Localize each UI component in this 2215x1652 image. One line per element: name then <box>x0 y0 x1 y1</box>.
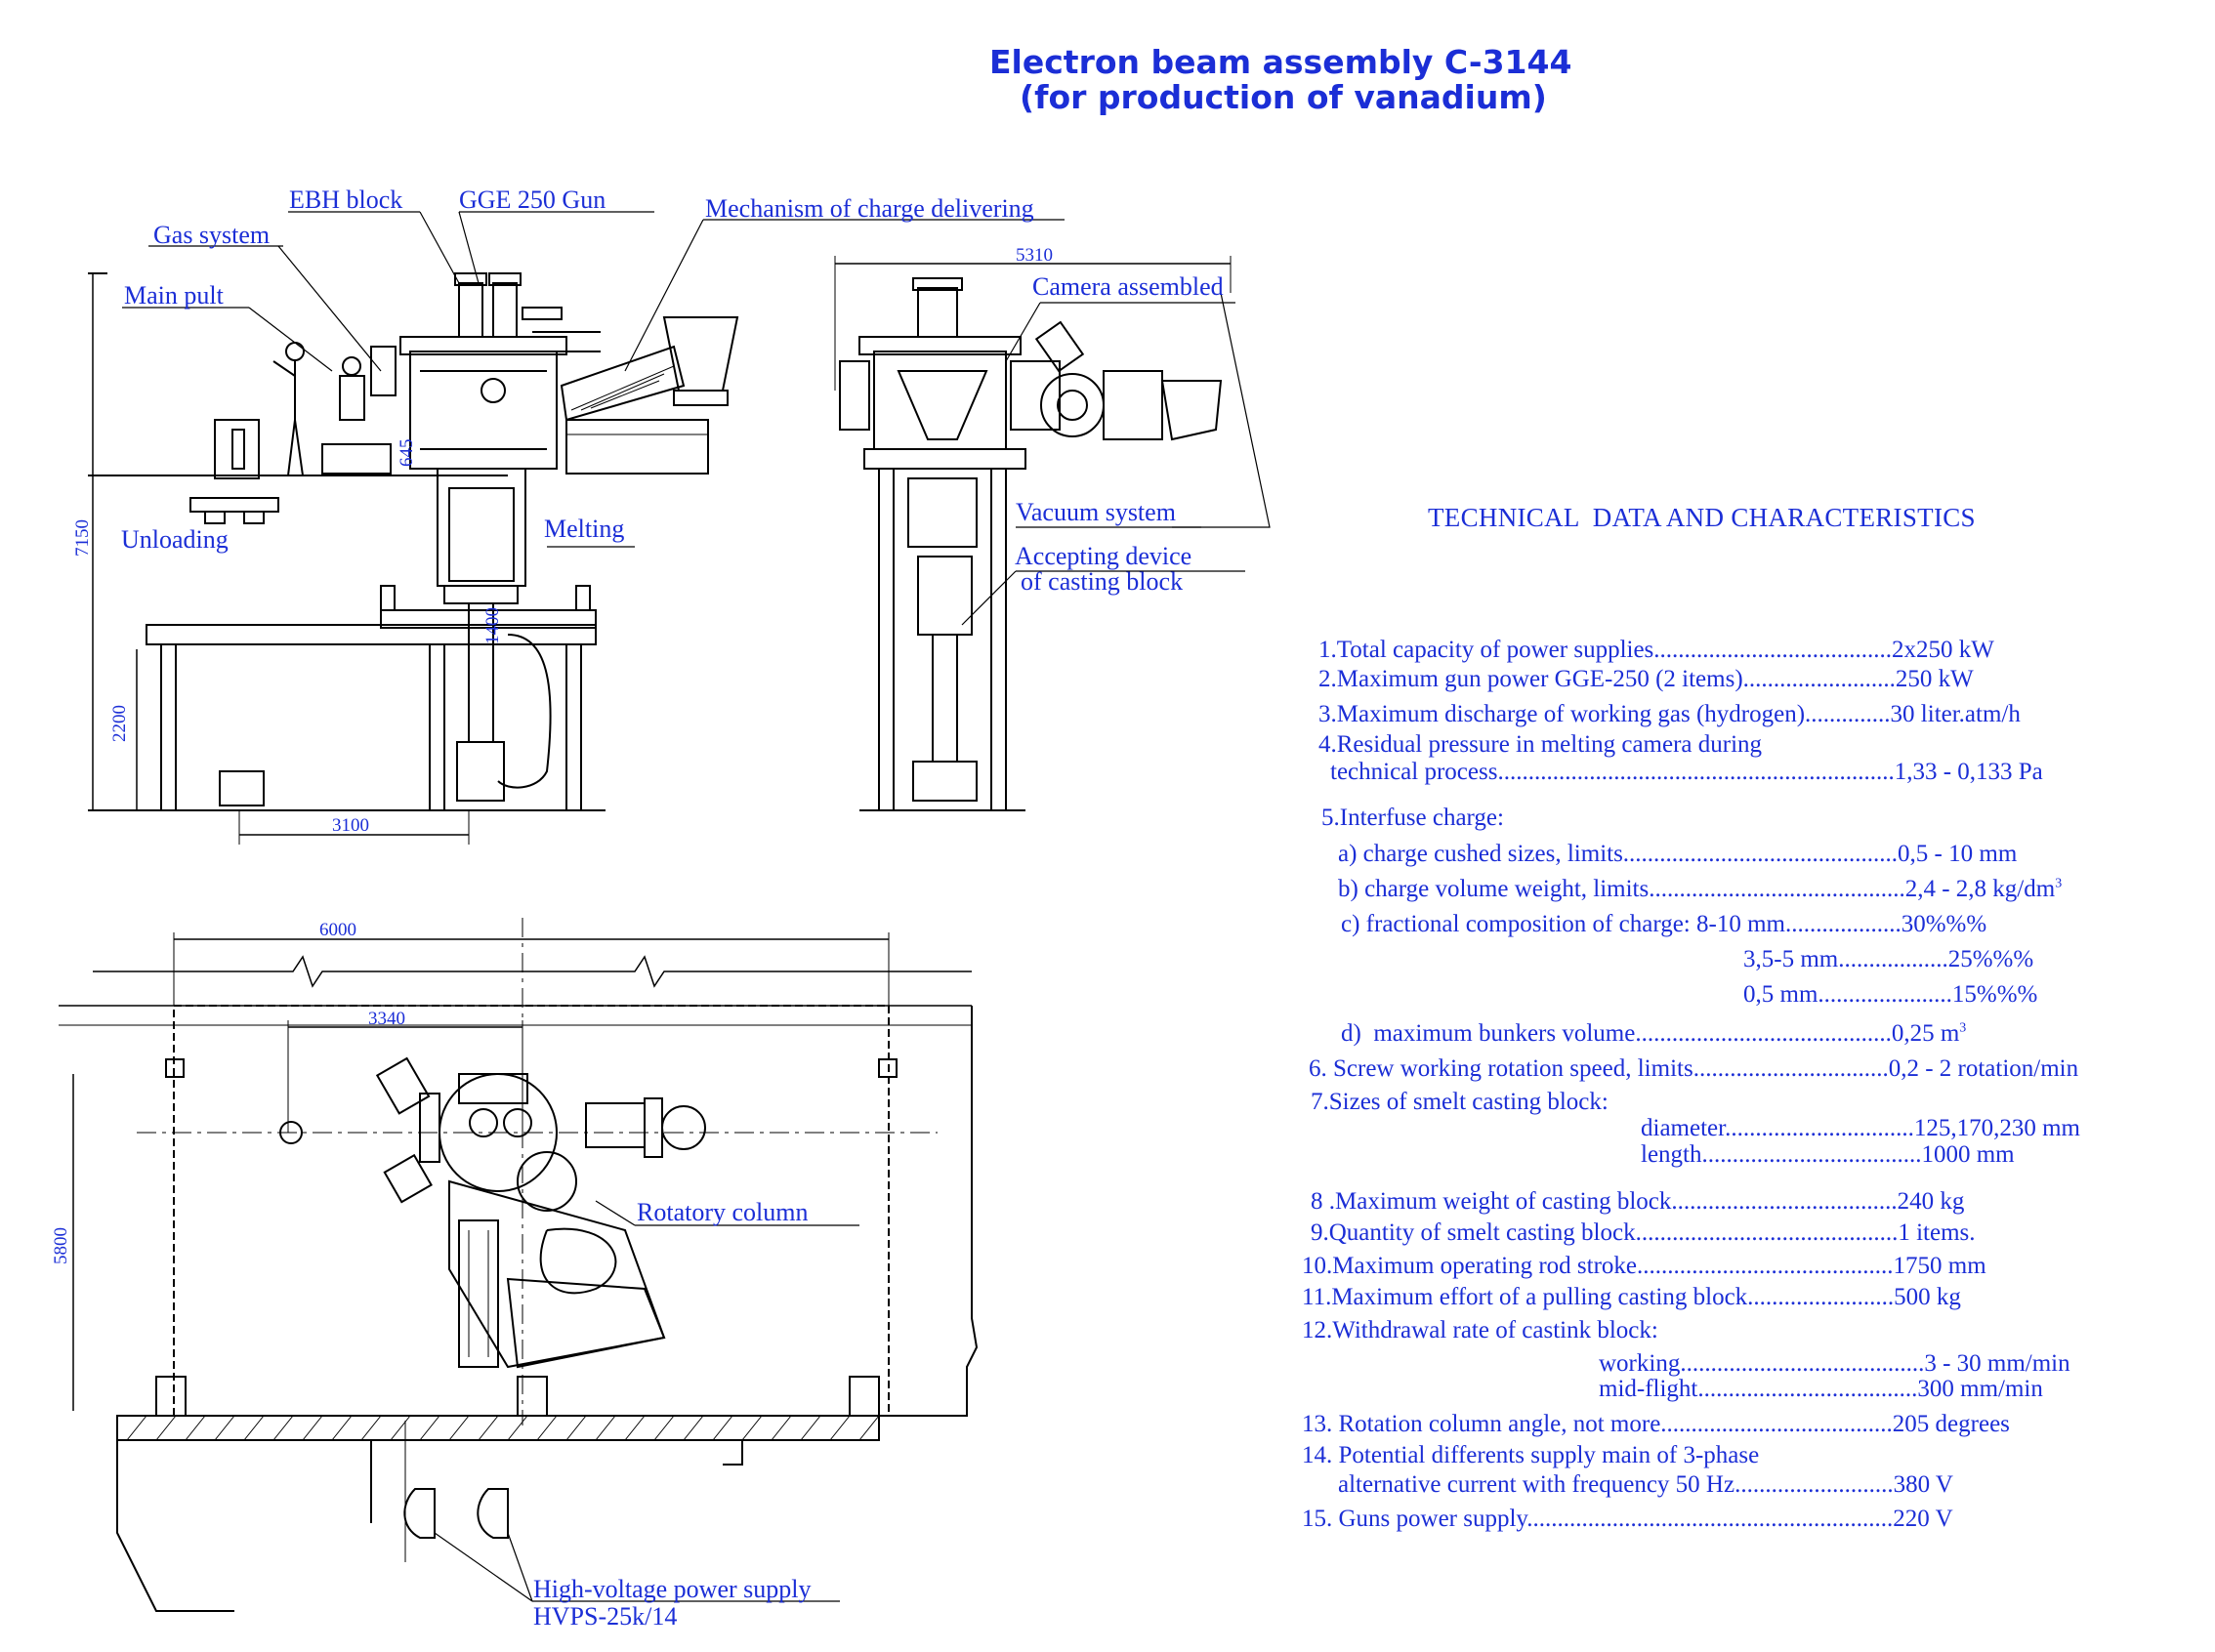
label-mechanism: Mechanism of charge delivering <box>705 194 1034 223</box>
tech-line-14: 7.Sizes of smelt casting block: <box>1311 1089 1609 1115</box>
technical-heading: TECHNICAL DATA AND CHARACTERISTICS <box>1428 503 1976 532</box>
label-gas-system: Gas system <box>153 221 270 249</box>
label-camera: Camera assembled <box>1032 272 1224 301</box>
tech-line-24: 13. Rotation column angle, not more.....… <box>1302 1411 2010 1437</box>
label-unloading: Unloading <box>121 525 229 554</box>
tech-line-19: 10.Maximum operating rod stroke.........… <box>1302 1253 1986 1279</box>
label-melting: Melting <box>544 515 624 543</box>
dim-front-width: 5310 <box>1016 245 1053 266</box>
cube-superscript-1: 3 <box>2055 876 2063 891</box>
label-hv-1: High-voltage power supply <box>533 1575 812 1603</box>
dim-plan-width: 6000 <box>319 920 356 940</box>
label-rotatory: Rotatory column <box>637 1198 808 1226</box>
dim-plan-height: 5800 <box>51 1227 71 1264</box>
tech-line-27: 15. Guns power supply...................… <box>1302 1506 1953 1532</box>
tech-line-9: c) fractional composition of charge: 8-1… <box>1341 911 1987 937</box>
tech-line-4: 4.Residual pressure in melting camera du… <box>1318 731 1763 758</box>
tech-line-12: d) maximum bunkers volume...............… <box>1341 1021 1966 1046</box>
tech-line-23: mid-flight..............................… <box>1599 1376 2043 1402</box>
tech-line-6: 5.Interfuse charge: <box>1321 805 1504 831</box>
tech-line-8: b) charge volume weight, limits.........… <box>1338 877 2062 901</box>
dim-plan-inner: 3340 <box>368 1009 405 1029</box>
side-view <box>88 211 1065 845</box>
front-view <box>834 256 1271 811</box>
tech-line-12-text: d) maximum bunkers volume...............… <box>1341 1020 1960 1047</box>
title-line-2: (for production of vanadium) <box>1020 78 1547 116</box>
dim-small: 645 <box>397 439 417 468</box>
tech-line-7: a) charge cushed sizes, limits..........… <box>1338 841 2018 867</box>
tech-line-5: technical process.......................… <box>1330 759 2043 785</box>
tech-line-18: 9.Quantity of smelt casting block.......… <box>1311 1219 1976 1246</box>
tech-line-11: 0,5 mm......................15%%% <box>1743 981 2038 1008</box>
tech-line-13: 6. Screw working rotation speed, limits.… <box>1309 1055 2079 1082</box>
label-accepting-1: Accepting device <box>1015 542 1191 570</box>
tech-line-10: 3,5-5 mm..................25%%% <box>1743 946 2034 972</box>
tech-line-15: diameter...............................1… <box>1641 1115 2080 1141</box>
plan-view <box>59 918 979 1612</box>
label-ebh-block: EBH block <box>289 186 402 214</box>
label-hv-2: HVPS-25k/14 <box>533 1602 677 1631</box>
dim-base-height: 2200 <box>109 705 130 742</box>
dim-width: 3100 <box>332 815 369 836</box>
tech-line-21: 12.Withdrawal rate of castink block: <box>1302 1317 1658 1343</box>
tech-line-17: 8 .Maximum weight of casting block......… <box>1311 1188 1965 1215</box>
tech-line-16: length..................................… <box>1641 1141 2015 1168</box>
dim-mid: 1400 <box>482 607 503 644</box>
tech-line-20: 11.Maximum effort of a pulling casting b… <box>1302 1284 1961 1310</box>
tech-line-2: 2.Maximum gun power GGE-250 (2 items)...… <box>1318 666 1974 692</box>
tech-line-3: 3.Maximum discharge of working gas (hydr… <box>1318 701 2021 727</box>
tech-line-26: alternative current with frequency 50 Hz… <box>1338 1471 1953 1498</box>
tech-line-8-text: b) charge volume weight, limits.........… <box>1338 876 2056 902</box>
tech-line-22: working.................................… <box>1599 1350 2070 1377</box>
label-main-pult: Main pult <box>124 281 225 310</box>
label-accepting-2: of casting block <box>1021 567 1183 596</box>
tech-line-1: 1.Total capacity of power supplies......… <box>1318 637 1994 663</box>
tech-line-25: 14. Potential differents supply main of … <box>1302 1442 1760 1468</box>
cube-superscript-2: 3 <box>1959 1020 1967 1036</box>
label-gge-gun: GGE 250 Gun <box>459 186 606 214</box>
dim-height: 7150 <box>72 519 93 557</box>
title-line-1: Electron beam assembly C-3144 <box>989 43 1572 81</box>
label-vacuum: Vacuum system <box>1016 498 1176 526</box>
